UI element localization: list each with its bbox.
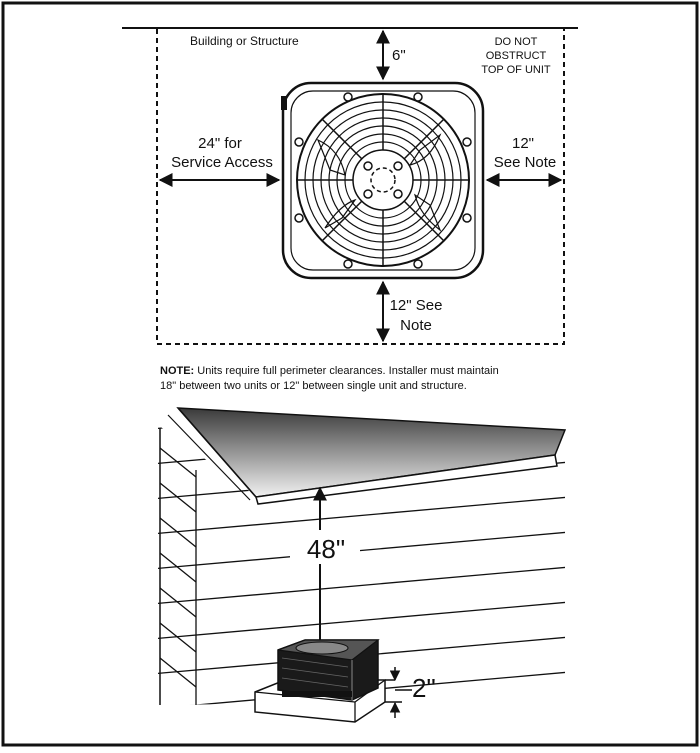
siding-board-ends bbox=[159, 447, 197, 705]
service-valve bbox=[281, 96, 287, 110]
note-prefix: NOTE: bbox=[160, 365, 194, 377]
do-not-obstruct-line-1: DO NOT bbox=[495, 36, 538, 48]
top-view: Building or Structure DO NOT OBSTRUCT TO… bbox=[122, 27, 578, 345]
roof-edge bbox=[177, 407, 257, 498]
overhead-clearance-label: 48" bbox=[307, 534, 345, 564]
do-not-obstruct-line-3: TOP OF UNIT bbox=[481, 64, 551, 76]
bottom-clearance-label-1: 12" See bbox=[390, 297, 443, 314]
unit-housing-inner bbox=[290, 90, 476, 271]
roof-edge-lower bbox=[167, 414, 251, 501]
note-text-1: Units require full perimeter clearances.… bbox=[194, 365, 498, 377]
clearance-boundary bbox=[156, 27, 565, 345]
left-clearance-label-1: 24" for bbox=[198, 135, 242, 152]
left-clearance-label-2: Service Access bbox=[171, 154, 273, 171]
overhead-label-bg bbox=[290, 530, 360, 564]
clearance-note-line-2: 18" between two units or 12" between sin… bbox=[160, 380, 467, 392]
fan-grille bbox=[296, 93, 470, 267]
side-view: 48" 2" bbox=[158, 407, 567, 723]
roof-fascia bbox=[255, 454, 558, 505]
top-clearance-label: 6" bbox=[392, 47, 406, 64]
grille-bolts bbox=[294, 92, 472, 269]
clearance-note-line-1: NOTE: Units require full perimeter clear… bbox=[160, 365, 499, 377]
unit-base-feet bbox=[282, 691, 352, 697]
pad-height-label: 2" bbox=[412, 673, 436, 703]
do-not-obstruct-line-2: OBSTRUCT bbox=[486, 50, 547, 62]
right-clearance-label-1: 12" bbox=[512, 135, 534, 152]
structure-label: Building or Structure bbox=[190, 34, 299, 48]
bottom-clearance-label-2: Note bbox=[400, 317, 432, 334]
right-clearance-label-2: See Note bbox=[494, 154, 557, 171]
outdoor-unit bbox=[277, 639, 380, 701]
